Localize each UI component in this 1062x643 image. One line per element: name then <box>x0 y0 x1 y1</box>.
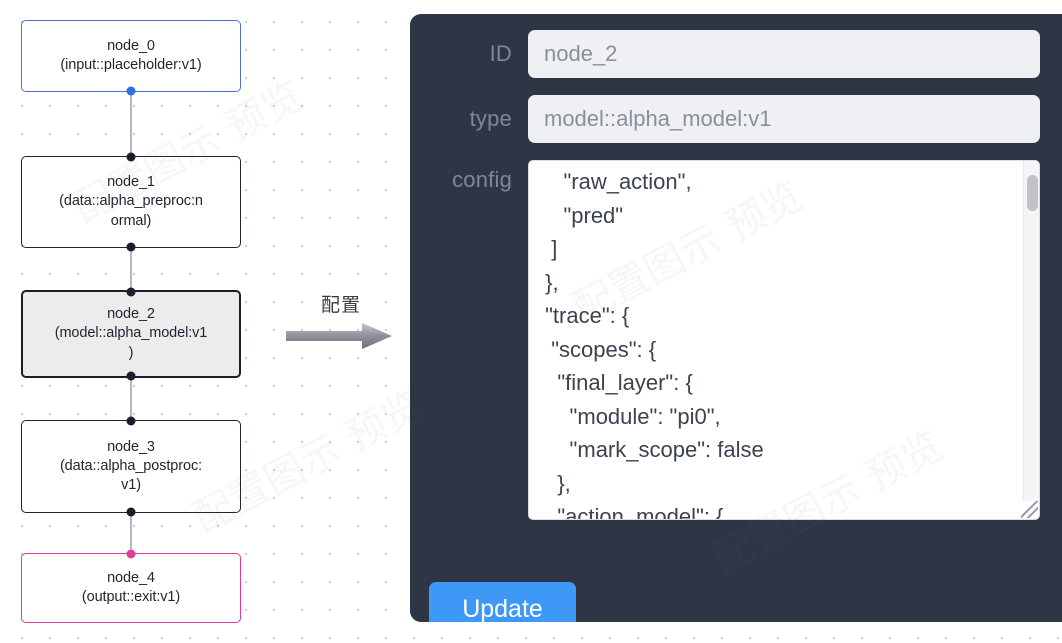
node-title: node_2 <box>107 306 155 323</box>
node-subtitle-cont: v1) <box>121 477 141 494</box>
graph-node-node_1[interactable]: node_1 (data::alpha_preproc:n ormal) <box>21 152 241 252</box>
node-subtitle: (data::alpha_postproc: <box>59 457 203 474</box>
node-handle-source[interactable] <box>126 507 136 517</box>
node-subtitle-cont: ) <box>128 344 134 361</box>
id-input[interactable] <box>528 30 1040 78</box>
node-label: node_0 (input::placeholder:v1) <box>22 37 240 76</box>
field-row-id: ID <box>426 30 1040 78</box>
right-arrow-icon <box>286 323 392 349</box>
node-handle-target[interactable] <box>126 416 136 426</box>
graph-node-node_0[interactable]: node_0 (input::placeholder:v1) <box>21 20 241 96</box>
node-handle-target[interactable] <box>126 549 136 559</box>
edge-node3-node4 <box>130 513 132 553</box>
update-button[interactable]: Update <box>429 582 576 622</box>
node-label: node_4 (output::exit:v1) <box>22 569 240 608</box>
type-field-label: type <box>469 106 512 131</box>
id-field-label: ID <box>489 41 512 66</box>
node-subtitle: (model::alpha_model:v1 <box>54 325 208 342</box>
node-subtitle-cont: ormal) <box>110 212 152 229</box>
graph-node-node_2[interactable]: node_2 (model::alpha_model:v1 ) <box>21 287 241 381</box>
field-row-config: config "raw_action", "pred" ] }, "trace"… <box>426 160 1040 520</box>
node-title: node_4 <box>107 569 155 586</box>
node-handle-target[interactable] <box>126 287 136 297</box>
node-subtitle: (data::alpha_preproc:n <box>59 193 203 210</box>
node-subtitle: (output::exit:v1) <box>81 589 181 605</box>
edge-node2-node3 <box>130 378 132 420</box>
node-label: node_3 (data::alpha_postproc: v1) <box>22 438 240 496</box>
edge-node0-node1 <box>130 92 132 156</box>
node-label: node_2 (model::alpha_model:v1 ) <box>23 305 239 363</box>
config-textarea[interactable]: "raw_action", "pred" ] }, "trace": { "sc… <box>528 160 1040 520</box>
edge-node1-node2 <box>130 248 132 290</box>
node-title: node_0 <box>107 37 155 54</box>
flow-annotation: 配置 <box>286 296 396 349</box>
node-config-panel: ID type config "raw_action", "pred" ] },… <box>410 14 1062 622</box>
node-title: node_3 <box>107 438 155 455</box>
graph-node-node_4[interactable]: node_4 (output::exit:v1) <box>21 549 241 623</box>
node-subtitle: (input::placeholder:v1) <box>60 57 202 73</box>
config-field-label: config <box>452 167 512 192</box>
graph-node-node_3[interactable]: node_3 (data::alpha_postproc: v1) <box>21 416 241 517</box>
node-title: node_1 <box>107 174 155 191</box>
resize-handle-icon[interactable] <box>1021 501 1038 518</box>
node-handle-source[interactable] <box>126 371 136 381</box>
node-handle-source[interactable] <box>126 86 136 96</box>
node-handle-target[interactable] <box>126 152 136 162</box>
config-textarea-content[interactable]: "raw_action", "pred" ] }, "trace": { "sc… <box>545 169 764 519</box>
node-handle-source[interactable] <box>126 242 136 252</box>
flow-label: 配置 <box>320 294 361 316</box>
node-label: node_1 (data::alpha_preproc:n ormal) <box>22 173 240 231</box>
config-scrollbar[interactable] <box>1023 161 1039 519</box>
config-scrollbar-thumb[interactable] <box>1027 175 1038 211</box>
field-row-type: type <box>426 95 1040 143</box>
type-input[interactable] <box>528 95 1040 143</box>
